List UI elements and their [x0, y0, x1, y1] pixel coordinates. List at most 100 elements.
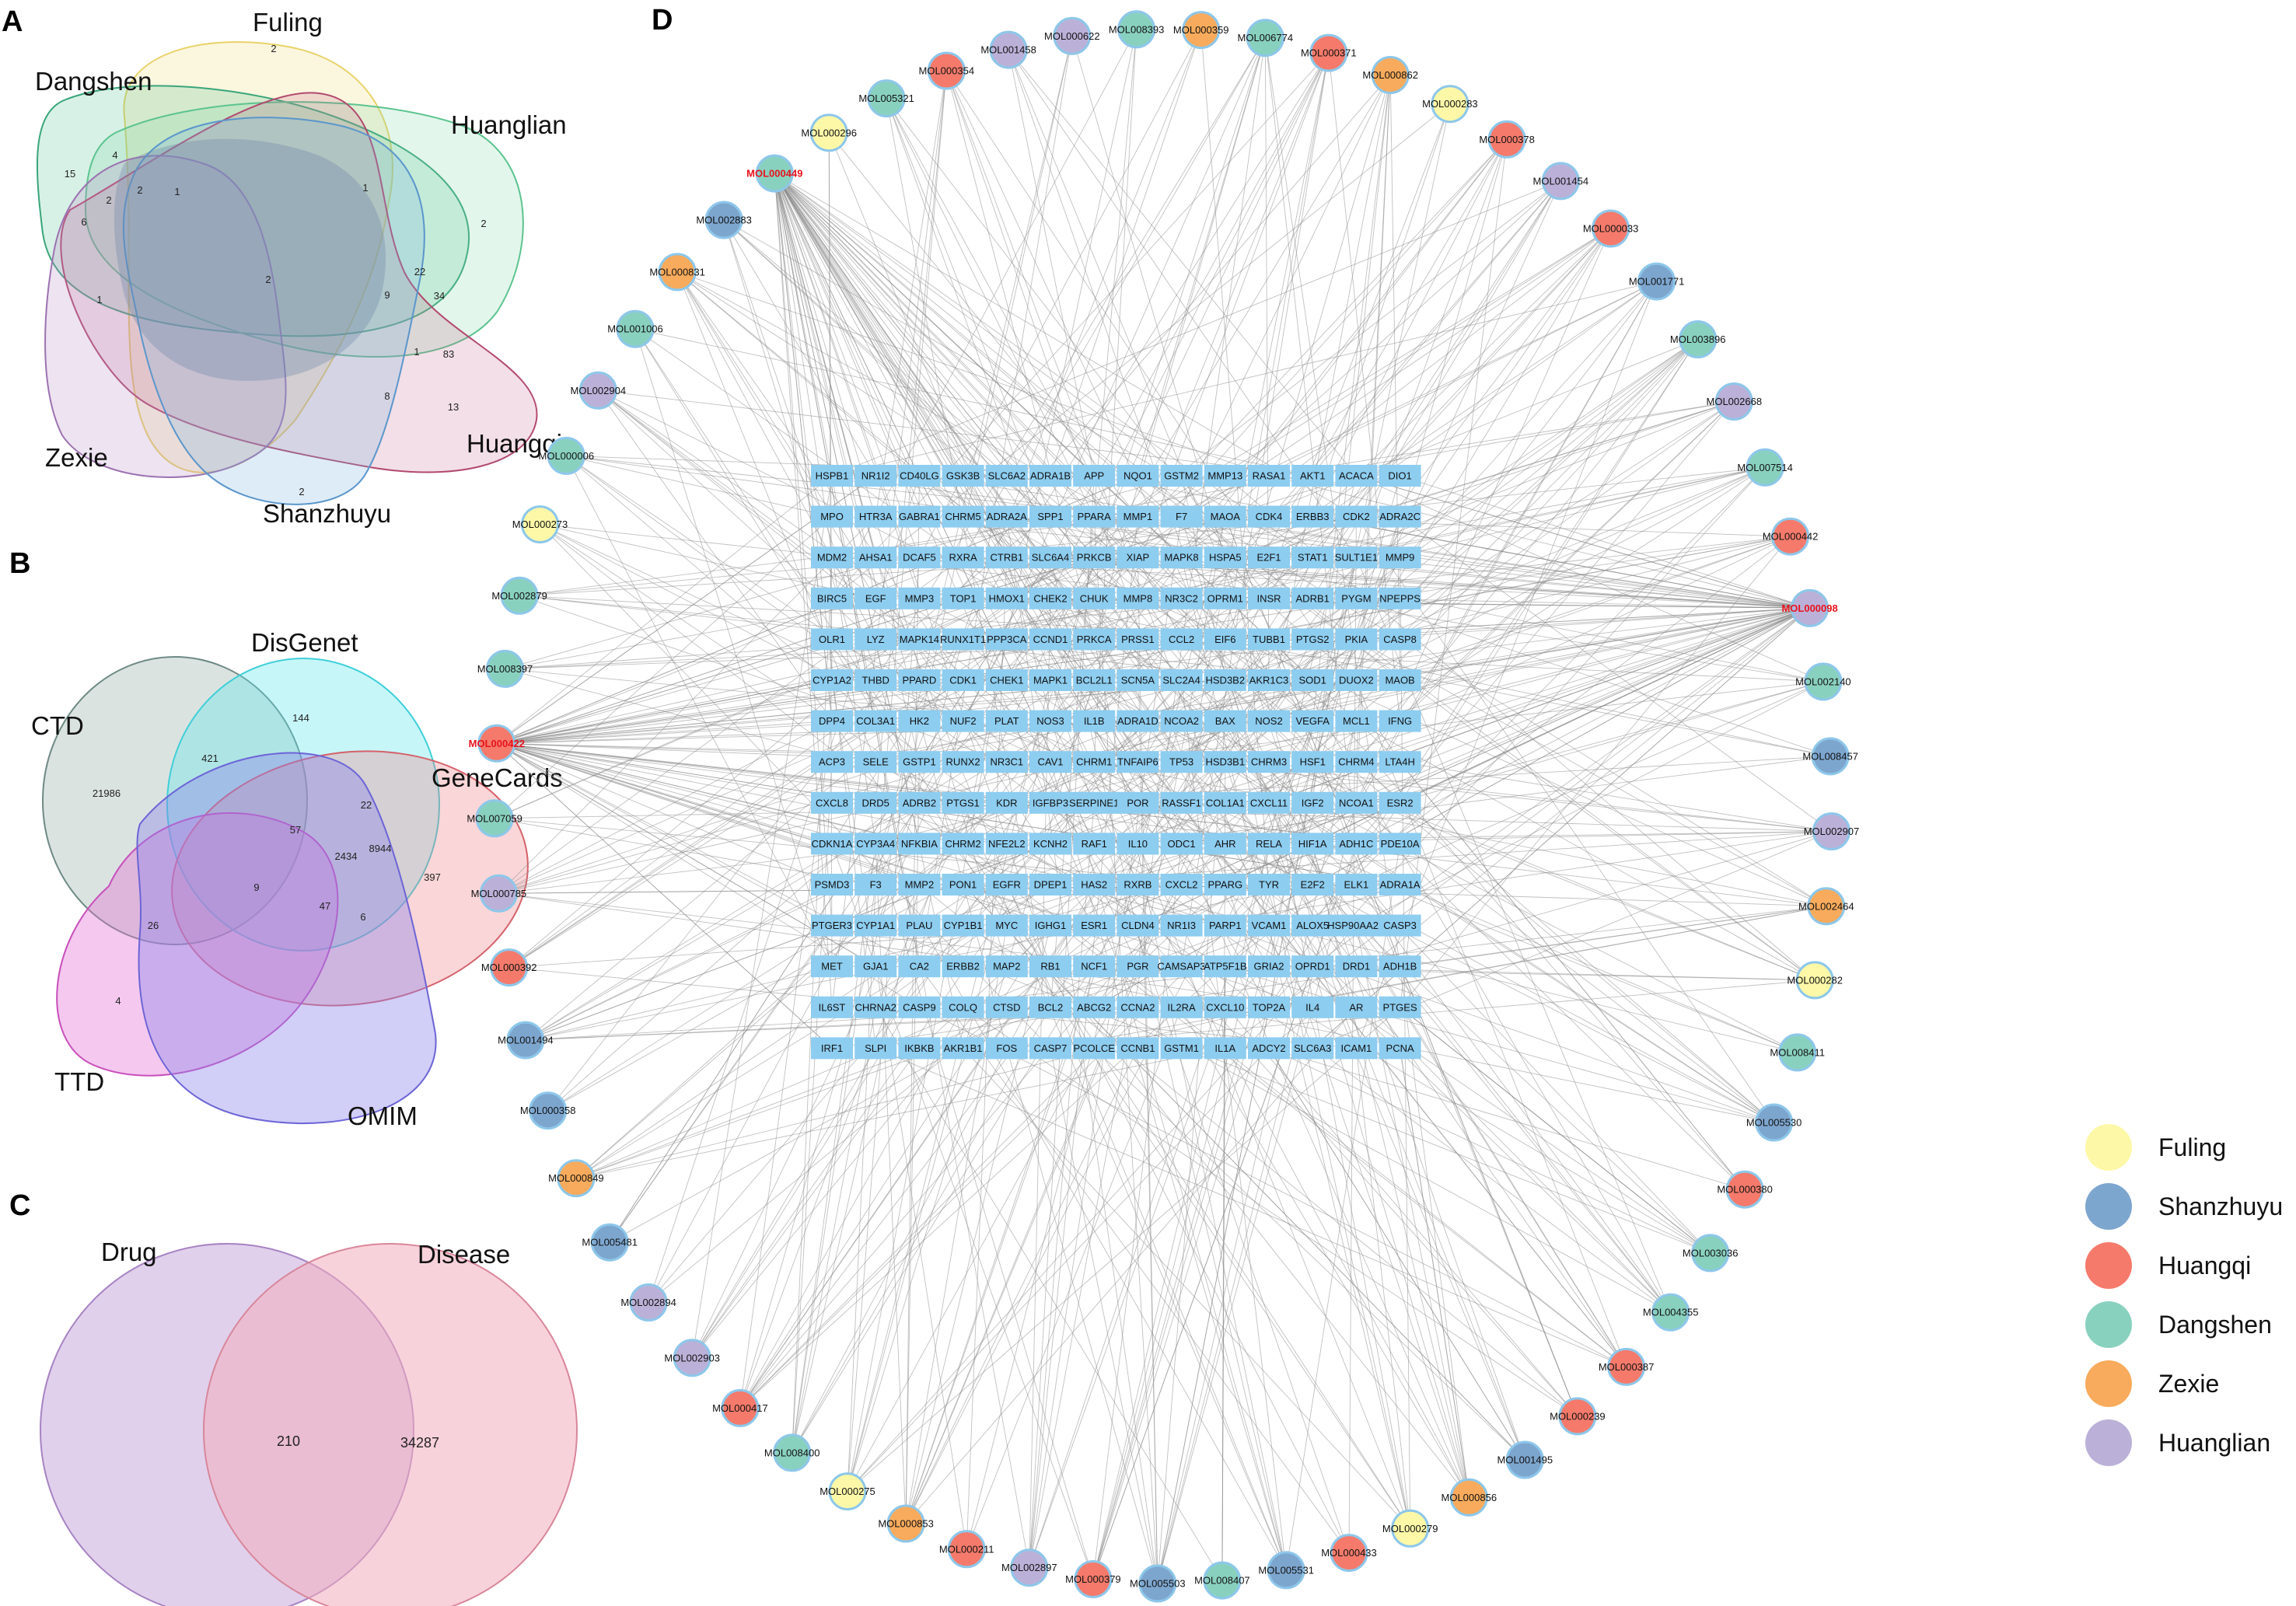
- target-node[interactable]: SLC6A4: [1029, 546, 1071, 569]
- target-node[interactable]: MPO: [811, 505, 853, 528]
- target-node[interactable]: CDK2: [1335, 505, 1378, 528]
- target-node[interactable]: CYP1A2: [811, 669, 853, 691]
- target-node[interactable]: OLR1: [811, 628, 853, 651]
- target-node[interactable]: NR1I3: [1160, 914, 1203, 937]
- target-node[interactable]: ACP3: [811, 751, 853, 773]
- compound-node[interactable]: MOL000283: [1422, 85, 1478, 124]
- compound-node[interactable]: MOL000392: [481, 948, 537, 987]
- target-node[interactable]: PTGS1: [942, 791, 984, 814]
- target-node[interactable]: ADRA2A: [985, 505, 1028, 528]
- target-node[interactable]: MAOB: [1379, 669, 1421, 691]
- target-node[interactable]: EIF6: [1204, 628, 1246, 651]
- compound-node[interactable]: MOL001494: [498, 1021, 554, 1060]
- target-node[interactable]: CXCL11: [1248, 791, 1290, 814]
- target-node[interactable]: IFNG: [1379, 710, 1421, 732]
- target-node[interactable]: CDK1: [942, 669, 984, 691]
- target-node[interactable]: MET: [811, 955, 853, 978]
- target-node[interactable]: NR3C2: [1160, 587, 1203, 609]
- target-node[interactable]: CAV1: [1029, 751, 1071, 773]
- target-node[interactable]: KCNH2: [1029, 833, 1071, 855]
- target-node[interactable]: PYGM: [1335, 587, 1378, 609]
- compound-node[interactable]: MOL002879: [491, 576, 547, 615]
- target-node[interactable]: INSR: [1248, 587, 1290, 609]
- target-node[interactable]: TUBB1: [1248, 628, 1290, 651]
- compound-node[interactable]: MOL000856: [1442, 1478, 1497, 1517]
- compound-node[interactable]: MOL000273: [512, 505, 568, 544]
- target-node[interactable]: GSTM2: [1160, 465, 1203, 487]
- target-node[interactable]: NFE2L2: [985, 833, 1028, 855]
- target-node[interactable]: GJA1: [854, 955, 897, 978]
- target-node[interactable]: RELA: [1248, 833, 1290, 855]
- compound-node[interactable]: MOL007514: [1737, 448, 1793, 487]
- target-node[interactable]: MAPK8: [1160, 546, 1203, 569]
- target-node[interactable]: PCNA: [1379, 1037, 1421, 1060]
- target-node[interactable]: ADRA1A: [1379, 874, 1421, 896]
- target-node[interactable]: SLC6A3: [1291, 1037, 1334, 1060]
- target-node[interactable]: ERBB2: [942, 955, 984, 978]
- compound-node[interactable]: MOL005321: [858, 79, 914, 118]
- target-node[interactable]: HSF1: [1291, 751, 1334, 773]
- target-node[interactable]: MMP3: [898, 587, 941, 609]
- compound-node[interactable]: MOL000849: [548, 1159, 604, 1198]
- target-node[interactable]: TP53: [1160, 751, 1203, 773]
- target-node[interactable]: BCL2: [1029, 996, 1071, 1018]
- target-node[interactable]: ADRA1D: [1117, 710, 1159, 732]
- target-node[interactable]: CAMSAP3: [1158, 955, 1206, 978]
- target-node[interactable]: ADRA2C: [1379, 505, 1421, 528]
- target-node[interactable]: CDK4: [1248, 505, 1290, 528]
- compound-node[interactable]: MOL001458: [980, 30, 1036, 69]
- compound-node[interactable]: MOL000275: [820, 1472, 875, 1511]
- target-node[interactable]: ESR1: [1073, 914, 1116, 937]
- target-node[interactable]: CHEK1: [985, 669, 1028, 691]
- target-node[interactable]: NOS2: [1248, 710, 1290, 732]
- target-node[interactable]: FOS: [985, 1037, 1028, 1060]
- compound-node[interactable]: MOL002883: [696, 201, 752, 239]
- target-node[interactable]: ACACA: [1335, 465, 1378, 487]
- target-node[interactable]: PRKCB: [1073, 546, 1116, 569]
- target-node[interactable]: VCAM1: [1248, 914, 1290, 937]
- target-node[interactable]: ODC1: [1160, 833, 1203, 855]
- target-node[interactable]: RUNX1T1: [940, 628, 986, 651]
- target-node[interactable]: IGFBP3: [1029, 791, 1071, 814]
- target-node[interactable]: ELK1: [1335, 874, 1378, 896]
- target-node[interactable]: ADRB2: [898, 791, 941, 814]
- compound-node[interactable]: MOL002897: [1001, 1548, 1057, 1587]
- target-node[interactable]: ADCY2: [1248, 1037, 1290, 1060]
- target-node[interactable]: E2F1: [1248, 546, 1290, 569]
- compound-node[interactable]: MOL001006: [607, 309, 663, 348]
- target-node[interactable]: PRSS1: [1117, 628, 1159, 651]
- target-node[interactable]: NUF2: [942, 710, 984, 732]
- target-node[interactable]: PKIA: [1335, 628, 1378, 651]
- target-node[interactable]: AR: [1335, 996, 1378, 1018]
- compound-node[interactable]: MOL000379: [1065, 1560, 1121, 1598]
- target-node[interactable]: AKR1B1: [942, 1037, 984, 1060]
- target-node[interactable]: POR: [1117, 791, 1159, 814]
- target-node[interactable]: CYP3A4: [854, 833, 897, 855]
- compound-node[interactable]: MOL000785: [471, 874, 527, 913]
- target-node[interactable]: PTGS2: [1291, 628, 1334, 651]
- target-node[interactable]: DCAF5: [898, 546, 941, 569]
- target-node[interactable]: NFKBIA: [898, 833, 941, 855]
- target-node[interactable]: LYZ: [854, 628, 897, 651]
- target-node[interactable]: GABRA1: [898, 505, 941, 528]
- compound-node[interactable]: MOL000853: [878, 1504, 934, 1543]
- target-node[interactable]: LTA4H: [1379, 751, 1421, 773]
- target-node[interactable]: PPARD: [898, 669, 941, 691]
- target-node[interactable]: HSD3B1: [1204, 751, 1246, 773]
- target-node[interactable]: NCOA2: [1160, 710, 1203, 732]
- target-node[interactable]: MCL1: [1335, 710, 1378, 732]
- target-node[interactable]: CYP1B1: [942, 914, 984, 937]
- compound-node[interactable]: MOL008457: [1802, 737, 1858, 776]
- compound-node[interactable]: MOL005503: [1130, 1564, 1186, 1603]
- target-node[interactable]: COLQ: [942, 996, 984, 1018]
- target-node[interactable]: OPRD1: [1291, 955, 1334, 978]
- target-node[interactable]: DUOX2: [1335, 669, 1378, 691]
- target-node[interactable]: PARP1: [1204, 914, 1246, 937]
- target-node[interactable]: ICAM1: [1335, 1037, 1378, 1060]
- target-node[interactable]: F3: [854, 874, 897, 896]
- target-node[interactable]: GSTP1: [898, 751, 941, 773]
- target-node[interactable]: CCNB1: [1117, 1037, 1159, 1060]
- target-node[interactable]: PGR: [1117, 955, 1159, 978]
- target-node[interactable]: XIAP: [1117, 546, 1159, 569]
- target-node[interactable]: ERBB3: [1291, 505, 1334, 528]
